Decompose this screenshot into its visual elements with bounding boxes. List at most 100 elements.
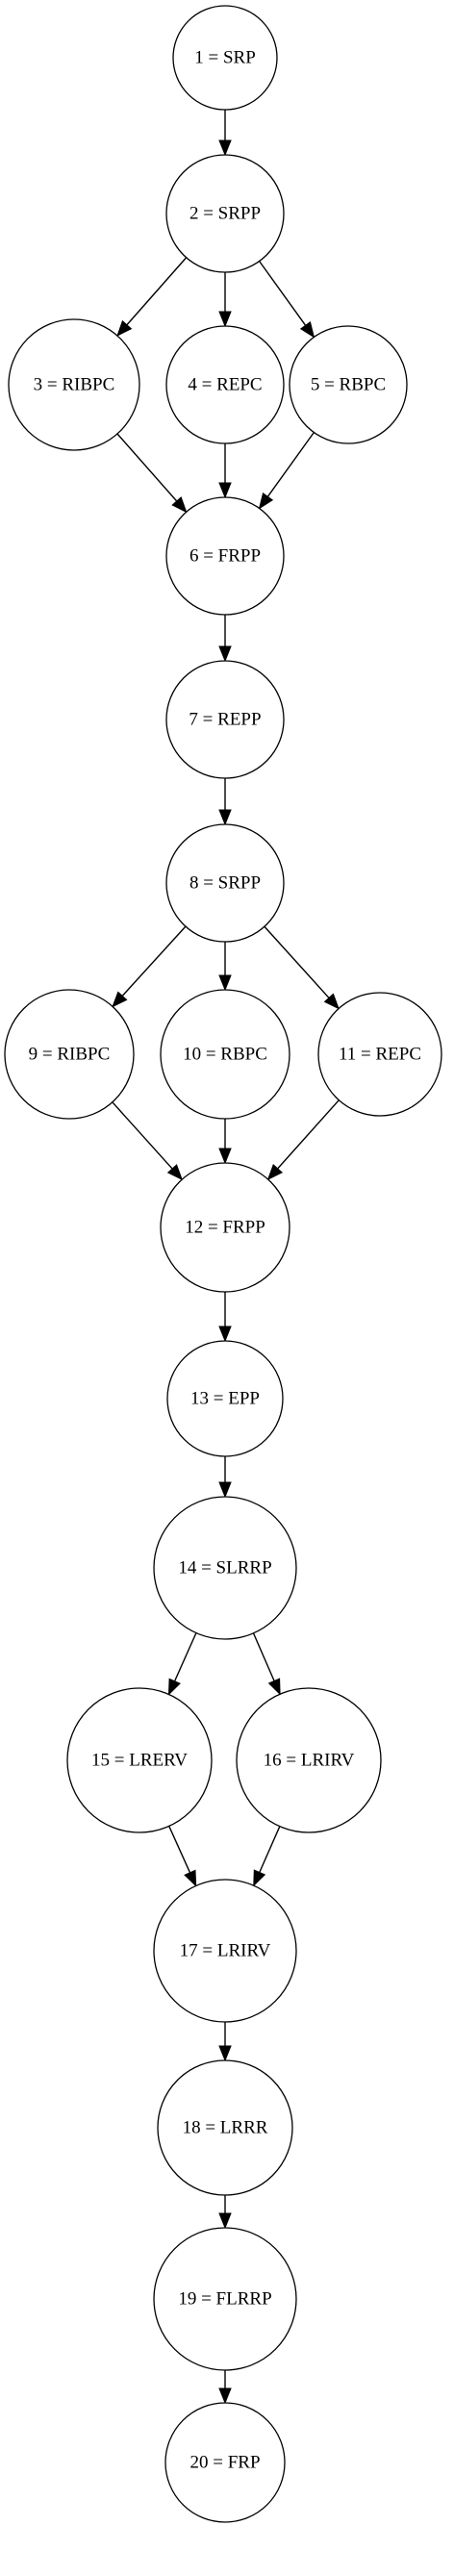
node-7: 7 = REPP [165, 660, 285, 779]
edge-n12-n13 [218, 1292, 232, 1343]
node-18: 18 = LRRR [157, 2059, 293, 2196]
node-circle [165, 660, 285, 779]
edge-n11-n12 [266, 1099, 340, 1181]
arrowhead-icon [299, 320, 315, 339]
edge-n19-n20 [218, 2370, 232, 2405]
edge-n9-n12 [112, 1101, 184, 1181]
node-14: 14 = SLRRP [153, 1496, 297, 1640]
node-label: 9 = RIBPC [29, 1045, 111, 1065]
node-label: 16 = LRIRV [264, 1751, 355, 1771]
node-circle [8, 318, 140, 451]
arrowhead-icon [166, 1164, 184, 1181]
node-10: 10 = RBPC [160, 989, 290, 1120]
edge-line [116, 433, 178, 502]
arrowhead-icon [218, 1148, 232, 1165]
arrowhead-icon [323, 993, 340, 1010]
node-label: 8 = SRPP [189, 873, 261, 894]
node-circle [165, 496, 285, 616]
edge-n1-n2 [218, 110, 232, 157]
node-circle [157, 2059, 293, 2196]
arrowhead-icon [218, 2212, 232, 2230]
node-9: 9 = RIBPC [4, 989, 135, 1120]
node-17: 17 = LRIRV [153, 1879, 297, 2023]
edge-line [121, 925, 187, 997]
node-19: 19 = FLRRP [153, 2227, 297, 2371]
node-8: 8 = SRPP [165, 823, 285, 943]
edge-n8-n9 [112, 925, 187, 1008]
node-label: 5 = RBPC [311, 375, 386, 395]
edge-n10-n12 [218, 1119, 232, 1165]
edge-layer [112, 110, 340, 2405]
edge-n7-n8 [218, 778, 232, 826]
edge-n5-n6 [258, 432, 315, 510]
edge-n2-n3 [116, 257, 188, 338]
edge-line [252, 1632, 275, 1681]
node-1: 1 = SRP [172, 5, 278, 111]
edge-line [277, 1099, 340, 1170]
node-label: 4 = REPC [188, 375, 262, 395]
node-label: 7 = REPP [189, 710, 261, 730]
arrowhead-icon [218, 139, 232, 157]
node-circle [153, 1879, 297, 2023]
node-label: 3 = RIBPC [34, 375, 115, 395]
node-circle [165, 325, 285, 444]
node-circle [160, 989, 290, 1120]
node-label: 6 = FRPP [189, 546, 261, 567]
edge-line [264, 925, 330, 998]
node-label: 18 = LRRR [183, 2118, 268, 2138]
node-circle [289, 325, 408, 444]
node-circle [160, 1162, 290, 1293]
node-label: 14 = SLRRP [178, 1558, 271, 1578]
node-circle [4, 989, 135, 1120]
arrowhead-icon [171, 496, 188, 514]
arrowhead-icon [218, 311, 232, 328]
node-6: 6 = FRPP [165, 496, 285, 616]
arrowhead-icon [253, 1869, 266, 1887]
node-circle [153, 2227, 297, 2371]
arrowhead-icon [258, 492, 274, 510]
arrowhead-icon [218, 2045, 232, 2062]
edge-n15-n17 [168, 1826, 197, 1887]
edge-n14-n16 [252, 1632, 281, 1696]
edge-n4-n6 [218, 443, 232, 499]
node-label: 11 = REPC [339, 1045, 421, 1065]
node-circle [172, 5, 278, 111]
node-circle [164, 2402, 286, 2523]
node-label: 1 = SRP [194, 48, 256, 68]
arrowhead-icon [218, 809, 232, 826]
node-label: 13 = EPP [190, 1389, 260, 1409]
node-circle [66, 1687, 213, 1833]
node-label: 2 = SRPP [189, 204, 261, 224]
node-circle [165, 823, 285, 943]
arrowhead-icon [218, 482, 232, 499]
node-11: 11 = REPC [317, 992, 442, 1117]
node-5: 5 = RBPC [289, 325, 408, 444]
arrowhead-icon [116, 319, 133, 338]
node-circle [317, 992, 442, 1117]
node-2: 2 = SRPP [165, 154, 285, 273]
edge-line [266, 432, 315, 497]
arrowhead-icon [112, 991, 128, 1008]
edge-line [259, 1826, 281, 1873]
node-circle [165, 154, 285, 273]
node-label: 12 = FRPP [185, 1218, 265, 1238]
edge-n3-n6 [116, 433, 188, 514]
node-16: 16 = LRIRV [236, 1687, 382, 1833]
node-label: 10 = RBPC [183, 1045, 267, 1065]
node-3: 3 = RIBPC [8, 318, 140, 451]
node-15: 15 = LRERV [66, 1687, 213, 1833]
arrowhead-icon [167, 1678, 181, 1696]
node-20: 20 = FRP [164, 2402, 286, 2523]
edge-n2-n4 [218, 272, 232, 328]
edge-line [112, 1101, 173, 1170]
node-12: 12 = FRPP [160, 1162, 290, 1293]
edge-n8-n11 [264, 925, 340, 1010]
arrowhead-icon [218, 1481, 232, 1499]
node-label: 15 = LRERV [91, 1751, 188, 1771]
node-layer: 1 = SRP 2 = SRPP 3 = RIBPC 4 = REPC 5 = RBPC… [4, 5, 442, 2523]
node-label: 20 = FRP [189, 2453, 260, 2473]
arrowhead-icon [184, 1869, 197, 1887]
edge-line [168, 1826, 191, 1874]
node-label: 19 = FLRRP [178, 2289, 271, 2310]
